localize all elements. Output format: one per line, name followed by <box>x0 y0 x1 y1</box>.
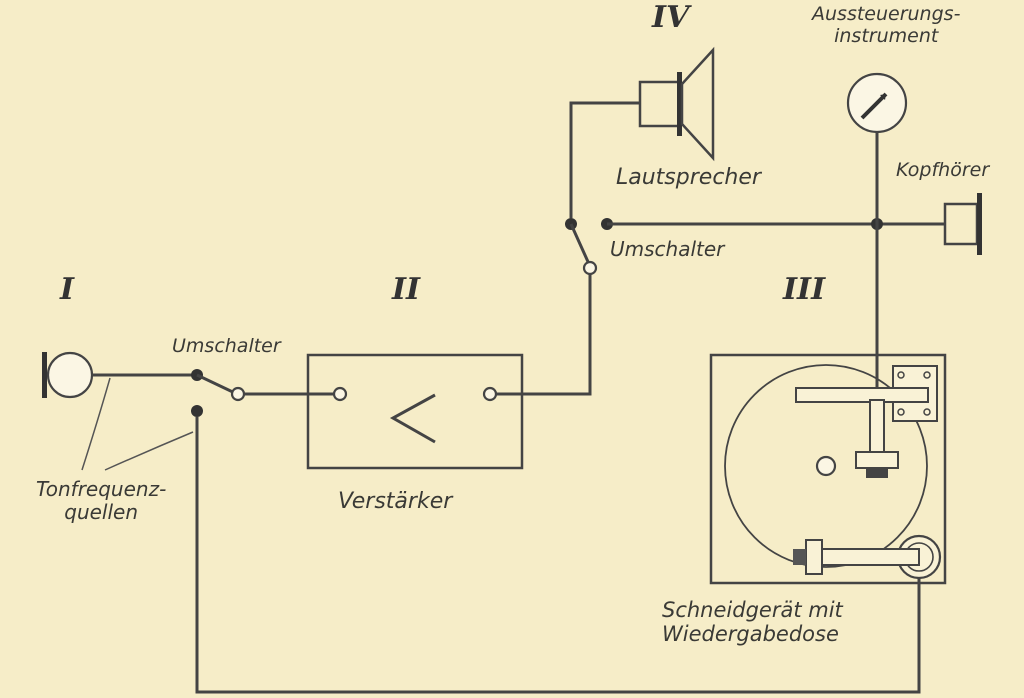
headphones-icon <box>943 193 982 255</box>
amplifier-symbol-icon <box>389 393 436 444</box>
label-input-switch: Umschalter <box>172 335 281 357</box>
cutter-head <box>855 451 899 469</box>
record-disc <box>724 364 928 568</box>
wire-to-loudspeaker <box>569 101 640 218</box>
label-output-switch: Umschalter <box>610 237 725 261</box>
wire-amp-to-output-switch <box>496 268 592 396</box>
spindle-icon <box>815 455 837 477</box>
cutter-turntable <box>709 353 947 585</box>
amplifier-box <box>306 353 524 470</box>
label-numeral-three: III <box>783 272 826 307</box>
label-level-meter: Aussteuerungs- instrument <box>812 3 961 47</box>
label-cutter: Schneidgerät mit Wiedergabedose <box>662 598 843 647</box>
label-numeral-four: IV <box>652 0 690 35</box>
playback-arm <box>818 548 920 566</box>
microphone-icon <box>42 351 94 399</box>
label-numeral-one: I <box>60 272 75 307</box>
leader-line-second-source <box>104 431 194 471</box>
level-meter-icon <box>846 72 908 134</box>
leader-line-mic <box>81 377 111 471</box>
label-headphones: Kopfhörer <box>896 159 990 181</box>
cutter-arm <box>795 387 929 403</box>
label-amplifier: Verstärker <box>338 489 453 514</box>
output-switch <box>565 218 613 276</box>
loudspeaker-icon <box>638 46 715 162</box>
label-numeral-two: II <box>392 272 421 307</box>
input-switch <box>191 369 246 417</box>
label-sound-sources: Tonfrequenz- quellen <box>36 477 167 524</box>
label-loudspeaker: Lautsprecher <box>616 165 761 190</box>
wire-playback-return <box>195 417 921 694</box>
